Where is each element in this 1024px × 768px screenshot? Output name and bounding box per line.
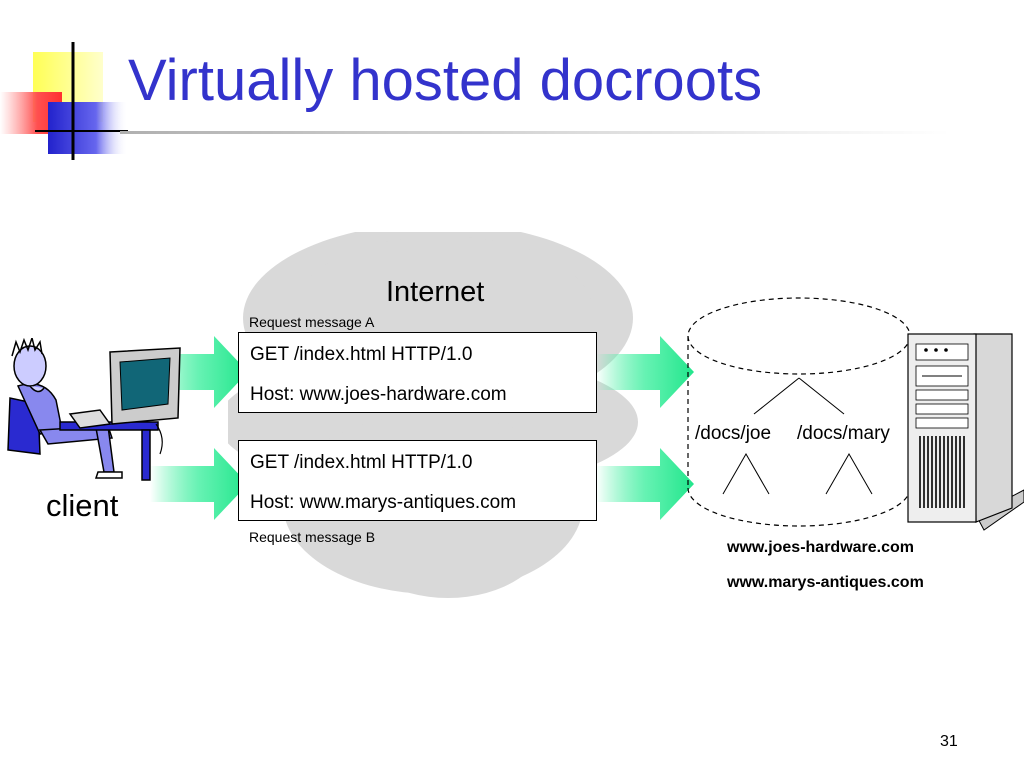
host-2-label: www.marys-antiques.com <box>727 574 924 591</box>
message-b-line1: GET /index.html HTTP/1.0 <box>250 452 473 473</box>
internet-label: Internet <box>386 276 485 308</box>
message-a-line2: Host: www.joes-hardware.com <box>250 384 507 405</box>
server-icon <box>907 333 1024 531</box>
arrow-client-b <box>150 448 248 520</box>
page-number: 31 <box>940 733 958 750</box>
corner-decoration <box>0 42 128 160</box>
arrow-b-server <box>596 448 694 520</box>
docroot-mary-label: /docs/mary <box>797 423 890 444</box>
host-1-label: www.joes-hardware.com <box>727 539 915 556</box>
client-label: client <box>46 488 119 523</box>
message-a-box: GET /index.html HTTP/1.0 Host: www.joes-… <box>238 332 597 413</box>
title-underline <box>120 131 950 134</box>
message-a-line1: GET /index.html HTTP/1.0 <box>250 344 473 365</box>
slide-title: Virtually hosted docroots <box>128 48 763 113</box>
message-b-caption: Request message B <box>249 529 376 545</box>
docroot-joe-label: /docs/joe <box>695 423 772 444</box>
message-a-caption: Request message A <box>249 314 375 330</box>
arrow-a-server <box>596 336 694 408</box>
docroot-cylinder <box>687 297 911 527</box>
client-computer-icon <box>7 338 181 481</box>
blue-square <box>48 102 128 154</box>
message-b-box: GET /index.html HTTP/1.0 Host: www.marys… <box>238 440 597 521</box>
message-b-line2: Host: www.marys-antiques.com <box>250 492 517 513</box>
